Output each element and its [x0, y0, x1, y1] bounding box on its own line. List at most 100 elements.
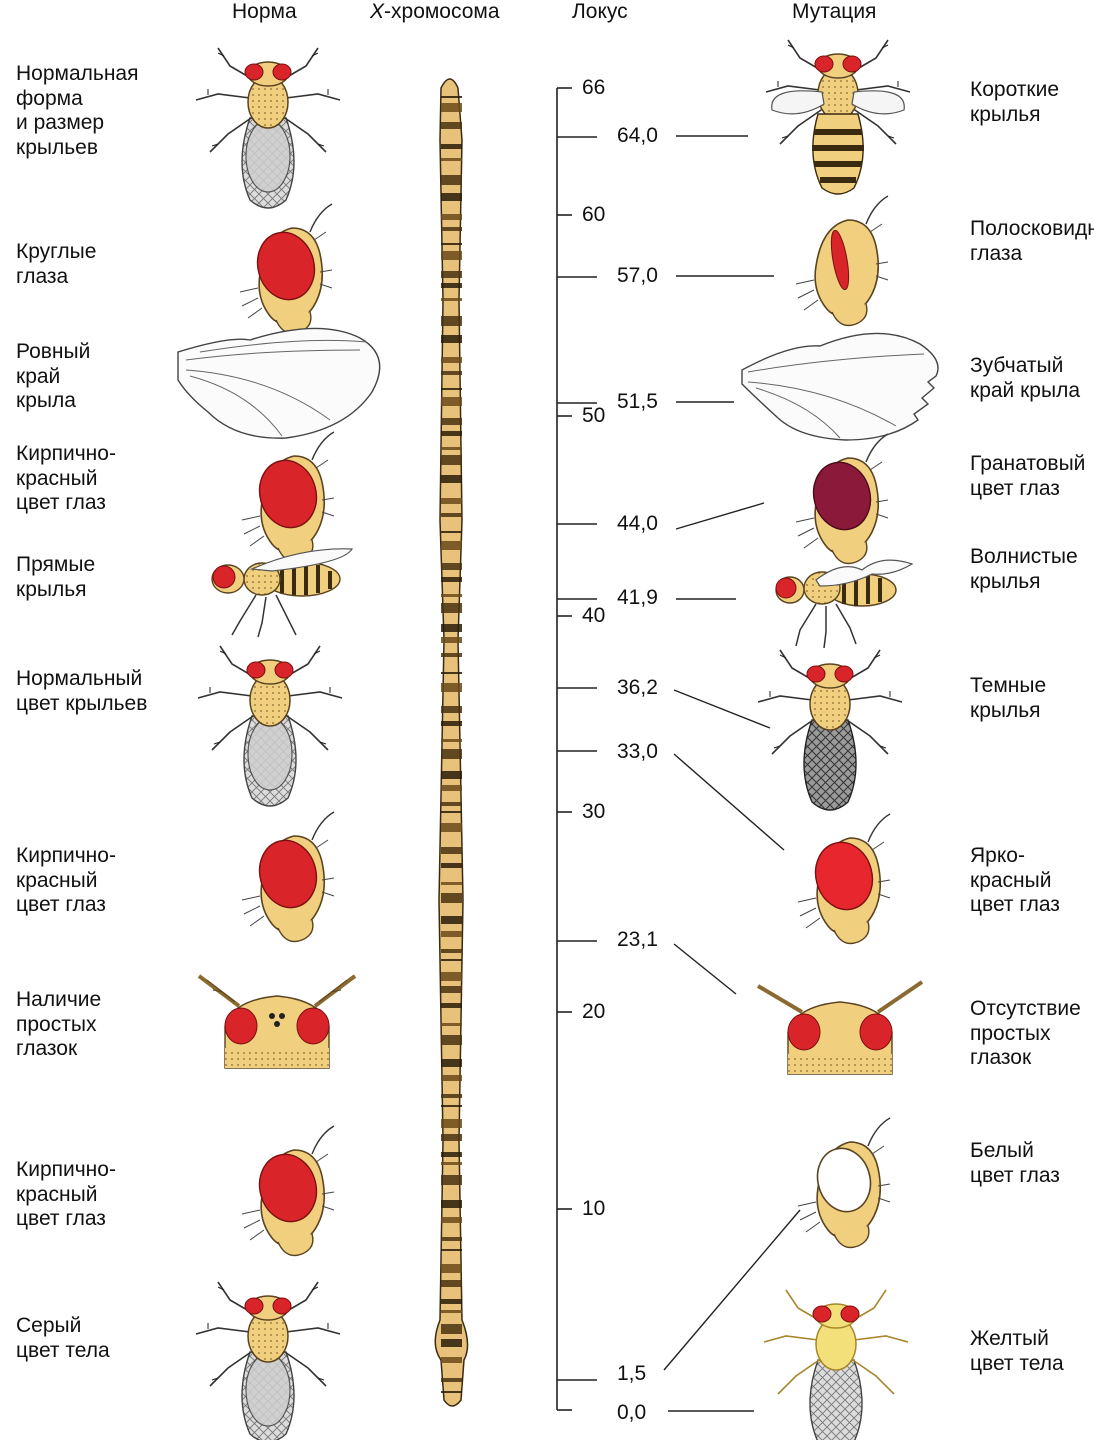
- chromosome-band: [441, 122, 462, 129]
- chromosome-band: [441, 1310, 462, 1313]
- chromosome-band: [441, 283, 462, 288]
- chromosome-band: [441, 1059, 462, 1067]
- chromosome-band: [441, 1264, 462, 1273]
- chromosome-band: [441, 96, 462, 98]
- chromosome-band: [441, 513, 462, 517]
- mutant-head-bar-eye: [796, 196, 888, 326]
- chromosome-band: [441, 603, 462, 613]
- chromosome-band: [441, 498, 462, 504]
- chromosome-band: [441, 1105, 462, 1107]
- chromosome-band: [441, 771, 462, 779]
- chromosome-band: [441, 418, 462, 425]
- norm-fly-side: [212, 549, 352, 637]
- norm-fly-top-1: [196, 48, 340, 208]
- chromosome-band: [441, 577, 462, 582]
- chromosome-band: [441, 959, 462, 961]
- chromosome-band: [441, 637, 462, 643]
- norm-head-front-ocelli: [199, 976, 355, 1068]
- chromosome-band: [441, 335, 462, 343]
- chromosome-band: [441, 847, 462, 854]
- chromosome-band: [441, 371, 462, 375]
- chromosome-band: [441, 811, 462, 813]
- chromosome-band: [441, 455, 462, 465]
- chromosome-band: [441, 672, 462, 674]
- chromosome-band: [441, 624, 462, 632]
- chromosome-band: [441, 175, 462, 185]
- chromosome-band: [441, 802, 462, 806]
- chromosome-band: [441, 103, 462, 112]
- mutant-fly-yellow-body: [764, 1290, 908, 1440]
- chromosome-band: [441, 357, 462, 363]
- chromosome-band: [441, 1391, 462, 1393]
- chromosome-band: [441, 916, 462, 924]
- mutant-head-garnet-eye: [796, 434, 888, 564]
- mutant-wing-notched-edge: [742, 333, 938, 440]
- locus-scale: [557, 88, 597, 1410]
- chromosome-band: [441, 785, 462, 791]
- chromosome-band: [441, 1299, 462, 1304]
- norm-wing-even-edge: [178, 328, 380, 438]
- mutant-head-bright-red-eye: [798, 814, 890, 944]
- chromosome-band: [441, 388, 462, 390]
- chromosome-band: [441, 949, 462, 953]
- chromosome-band: [441, 1237, 462, 1241]
- chromosome-band: [441, 1339, 462, 1347]
- chromosome-band: [441, 271, 462, 278]
- chromosome-band: [441, 1162, 462, 1165]
- chromosome-band: [441, 823, 462, 832]
- chromosome-band: [441, 447, 462, 450]
- chromosome-band: [441, 1023, 462, 1026]
- chromosome-band: [441, 1324, 462, 1334]
- chromosome-band: [441, 1378, 462, 1382]
- norm-fly-top-2: [198, 646, 342, 806]
- chromosome-band: [441, 541, 462, 550]
- chromosome-band: [441, 653, 462, 657]
- mutant-head-white-eye: [798, 1118, 890, 1248]
- chromosome-band: [441, 721, 462, 726]
- chromosome-band: [441, 1035, 462, 1045]
- chromosome-band: [441, 1357, 462, 1363]
- chromosome-band: [441, 1003, 462, 1008]
- chromosome-band: [441, 749, 462, 759]
- chromosome-band: [441, 882, 462, 885]
- chromosome-band: [441, 475, 462, 483]
- chromosome-band: [441, 531, 462, 533]
- chromosome-band: [441, 893, 462, 903]
- norm-head-brick-red-3: [242, 1126, 334, 1256]
- mutant-fly-wavy-wings: [776, 560, 912, 648]
- chromosome-band: [441, 1075, 462, 1081]
- mutant-fly-dark-wings: [758, 650, 902, 810]
- chromosome-band: [441, 1280, 462, 1287]
- chromosome-band: [441, 986, 462, 993]
- chromosome-band: [441, 227, 462, 231]
- chromosome-band: [441, 158, 462, 161]
- mutant-head-front-no-ocelli: [758, 982, 922, 1074]
- chromosome-band: [441, 243, 462, 245]
- chromosome-band: [441, 683, 462, 692]
- chromosome-band: [441, 1094, 462, 1098]
- norm-head-brick-red-2: [242, 812, 334, 942]
- chromosome-band: [441, 1200, 462, 1208]
- chromosome-band: [441, 214, 462, 220]
- chromosome-band: [441, 594, 462, 597]
- chromosome-band: [441, 972, 462, 981]
- chromosome-band: [441, 193, 462, 201]
- chromosome-band: [441, 739, 462, 742]
- chromosome-band: [441, 298, 462, 301]
- chromosome-band: [441, 1152, 462, 1157]
- chromosome-band: [441, 397, 462, 406]
- chromosome-band: [441, 316, 462, 326]
- norm-head-round-eye: [240, 204, 332, 334]
- chromosome-band: [441, 1249, 462, 1251]
- norm-head-brick-red-1: [242, 432, 334, 562]
- chromosome-band: [441, 931, 462, 937]
- chromosome-band: [441, 863, 462, 868]
- chromosome-band: [441, 1119, 462, 1128]
- chromosome-band: [441, 1175, 462, 1185]
- chromosome-band: [441, 144, 462, 149]
- chromosome-band: [441, 1217, 462, 1223]
- chromosome-band: [441, 431, 462, 436]
- locus-connectors: [664, 136, 800, 1411]
- chromosome-band: [441, 1134, 462, 1141]
